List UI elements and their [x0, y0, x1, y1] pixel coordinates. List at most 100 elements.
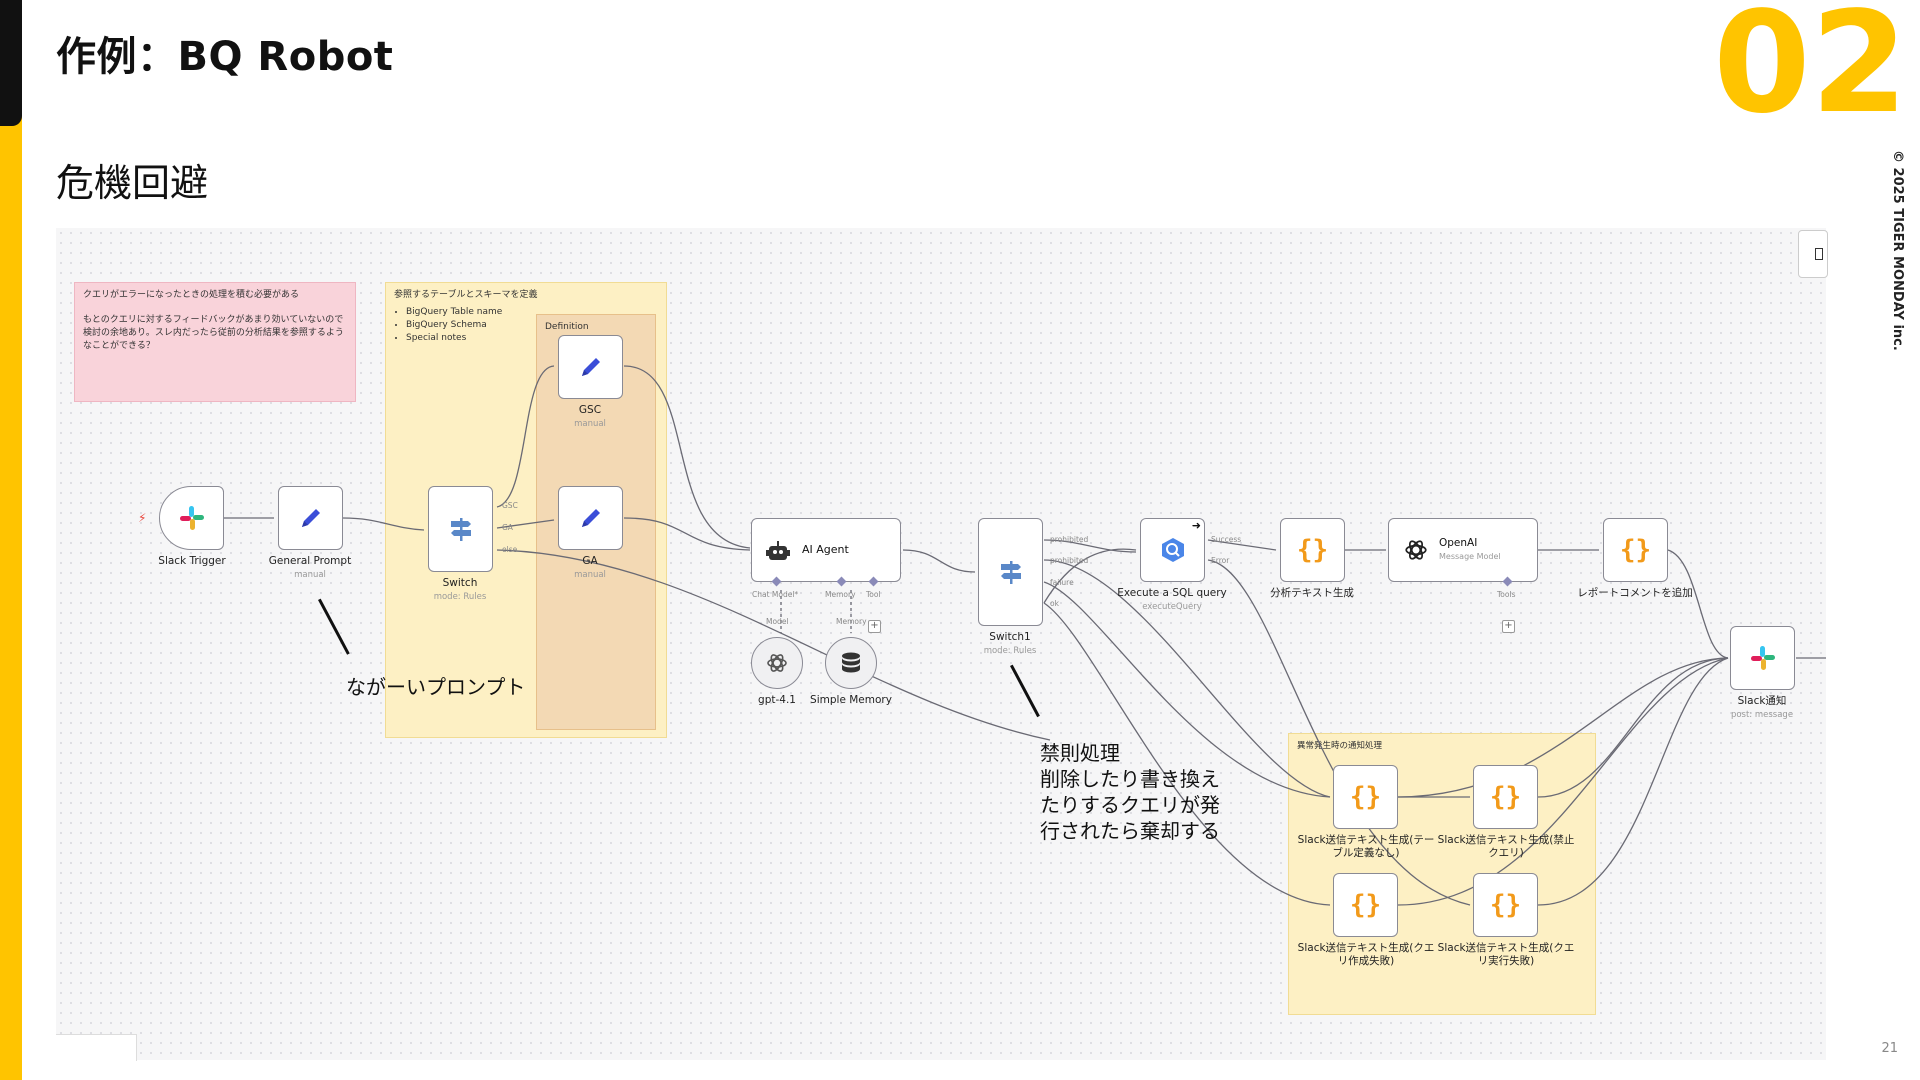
ga-node[interactable]: [558, 486, 623, 550]
wire: [496, 519, 555, 529]
port-label: ok: [1050, 599, 1059, 608]
port-label: Success: [1211, 535, 1242, 544]
port-label: Error: [1211, 556, 1230, 565]
analysis-text-node[interactable]: {}: [1280, 518, 1345, 582]
openai-icon: [767, 654, 787, 672]
code-braces-icon: {}: [1489, 890, 1522, 920]
pencil-icon: [301, 509, 320, 527]
gsc-node[interactable]: [558, 335, 623, 399]
section-title: 危機回避: [56, 161, 209, 205]
switch1-node[interactable]: [978, 518, 1043, 626]
annotation-forbidden: 禁則処理 削除したり書き換え たりするクエリが発 行されたら棄却する: [1040, 740, 1220, 844]
add-tools-button[interactable]: +: [1502, 620, 1515, 633]
port-label-ga: GA: [502, 523, 513, 532]
error-text-node-exec-failed[interactable]: {}: [1473, 873, 1538, 937]
pencil-icon: [581, 509, 600, 527]
side-bar-cap: [0, 0, 22, 126]
node-label: Switch1: [989, 631, 1031, 643]
node-label: 分析テキスト生成: [1270, 587, 1354, 599]
node-subtitle: manual: [574, 419, 606, 429]
simple-memory-node[interactable]: [825, 637, 877, 689]
add-tool-button[interactable]: +: [868, 620, 881, 633]
ai-agent-node[interactable]: AI Agent: [751, 518, 901, 582]
robot-icon: [766, 541, 790, 560]
slack-icon: [179, 506, 204, 530]
node-label: gpt-4.1: [758, 694, 796, 706]
wire: [1667, 549, 1729, 659]
port-label: prohibited: [1050, 556, 1089, 565]
code-braces-icon: {}: [1619, 535, 1652, 565]
node-label: Slack送信テキスト生成(禁止クエリ): [1437, 834, 1575, 859]
port-label: Chat Model*: [752, 590, 799, 599]
wire: [1537, 657, 1729, 906]
database-icon: [842, 652, 860, 673]
wire: [1043, 559, 1331, 798]
port-label: Tool: [866, 590, 881, 599]
node-subtitle: mode: Rules: [983, 646, 1037, 656]
port-label: Memory: [825, 590, 856, 599]
node-label: Slack送信テキスト生成(クエリ実行失敗): [1437, 942, 1575, 967]
sticky-note-error-handling[interactable]: クエリがエラーになったときの処理を積む必要がある もとのクエリに対するフィードバ…: [74, 282, 356, 402]
execute-sql-node[interactable]: ➜: [1140, 518, 1205, 582]
node-label: GA: [582, 555, 598, 567]
panel-icon: [1815, 248, 1823, 260]
node-subtitle: Message Model: [1439, 552, 1501, 561]
switch-signpost-icon: [450, 518, 471, 541]
node-label: Slack通知: [1737, 695, 1787, 707]
wire: [1043, 581, 1331, 798]
wire: [1043, 602, 1331, 906]
note-item: BigQuery Schema: [406, 319, 658, 332]
node-label: Slack送信テキスト生成(テーブル定義なし): [1297, 834, 1435, 859]
gpt-model-node[interactable]: [751, 637, 803, 689]
switch-signpost-icon: [1000, 561, 1021, 584]
slack-notify-node[interactable]: [1730, 626, 1795, 690]
wire: [1043, 548, 1137, 604]
code-braces-icon: {}: [1489, 782, 1522, 812]
note-title: Definition: [545, 322, 589, 332]
note-line: クエリがエラーになったときの処理を積む必要がある: [83, 290, 300, 300]
wire: [1537, 657, 1729, 798]
note-line: もとのクエリに対するフィードバックがあまり効いていないので検討の余地あり。スレ内…: [83, 315, 344, 351]
port-label: prohibited: [1050, 535, 1089, 544]
switch-node[interactable]: [428, 486, 493, 572]
code-braces-icon: {}: [1296, 535, 1329, 565]
openai-node[interactable]: OpenAI Message Model: [1388, 518, 1538, 582]
wire: [623, 517, 751, 551]
node-label: Simple Memory: [810, 694, 892, 706]
wire: [1207, 559, 1471, 906]
node-label: Slack Trigger: [158, 555, 226, 567]
wire: [623, 365, 751, 549]
wire: [342, 517, 425, 531]
node-label: Slack送信テキスト生成(クエリ作成失敗): [1297, 942, 1435, 967]
report-comment-node[interactable]: {}: [1603, 518, 1668, 582]
general-prompt-node[interactable]: [278, 486, 343, 550]
note-item: BigQuery Table name: [406, 306, 658, 319]
canvas-panel-button[interactable]: [1798, 230, 1828, 278]
note-item: Special notes: [406, 332, 658, 345]
slack-trigger-node[interactable]: [159, 486, 224, 550]
node-title: AI Agent: [802, 543, 849, 556]
wire: [496, 365, 555, 508]
bigquery-icon: [1161, 538, 1184, 562]
slide-title: 作例：BQ Robot: [56, 34, 394, 80]
port-label: Tools: [1497, 590, 1516, 599]
port-label: failure: [1050, 578, 1074, 587]
canvas-zoom-panel[interactable]: [56, 1034, 137, 1061]
node-subtitle: mode: Rules: [433, 592, 487, 602]
wire: [1043, 539, 1137, 553]
annotation-line: 行されたら棄却する: [1040, 819, 1220, 843]
error-text-node-forbidden[interactable]: {}: [1473, 765, 1538, 829]
note-title: 異常発生時の通知処理: [1297, 741, 1383, 751]
wire: [1397, 657, 1729, 798]
trigger-bolt-icon: ⚡: [138, 511, 147, 525]
error-text-node-create-failed[interactable]: {}: [1333, 873, 1398, 937]
annotation-line: 削除したり書き換え: [1040, 767, 1220, 791]
slide-number: 02: [1713, 0, 1908, 145]
error-text-node-no-table[interactable]: {}: [1333, 765, 1398, 829]
node-subtitle: manual: [574, 570, 606, 580]
workflow-canvas[interactable]: [56, 228, 1826, 1060]
arrow-icon: ➜: [1191, 519, 1201, 532]
wire: [902, 549, 976, 573]
code-braces-icon: {}: [1349, 890, 1382, 920]
